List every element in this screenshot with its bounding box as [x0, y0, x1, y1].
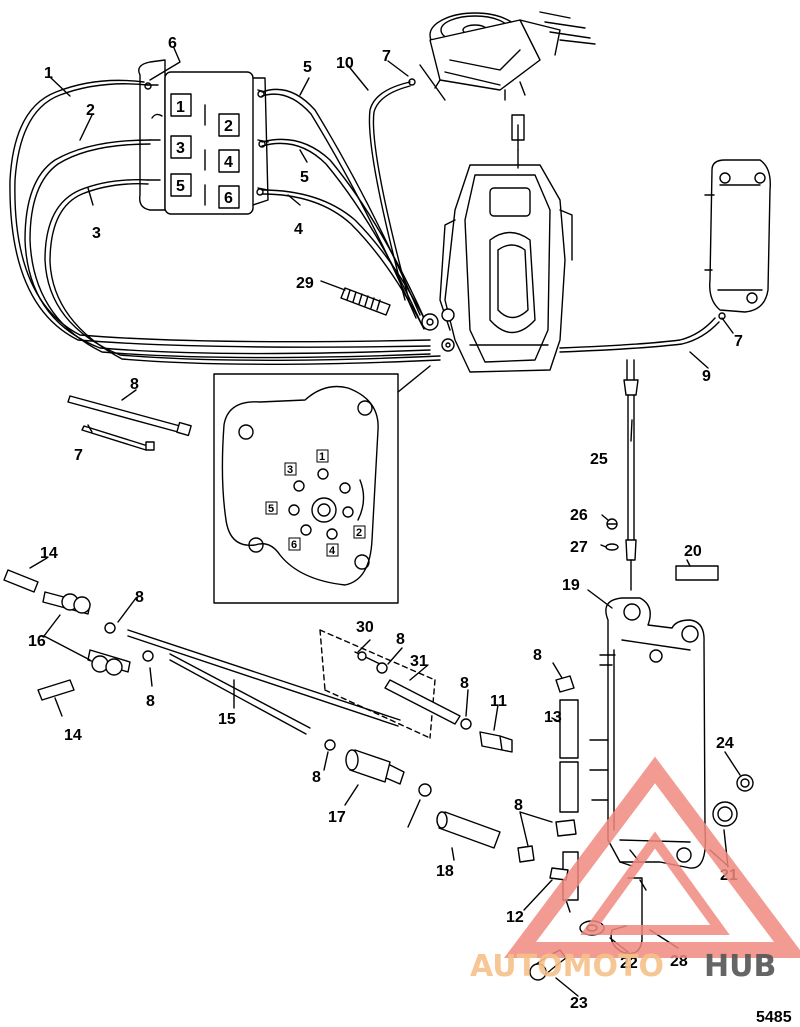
callout-label: 20	[684, 543, 702, 560]
callout-label: 14	[64, 727, 82, 744]
callout-label: 17	[328, 809, 346, 826]
block-number: 1	[176, 99, 185, 116]
caps-21-24	[712, 774, 754, 827]
block-number: 6	[224, 190, 233, 207]
detail-port-number: 4	[329, 545, 336, 557]
detail-port-number: 1	[319, 451, 325, 463]
callout-label: 7	[382, 48, 391, 65]
watermark-triangle-icon	[504, 756, 800, 958]
callout-label: 7	[734, 333, 743, 350]
part-13-hose	[517, 675, 579, 863]
callout-label: 8	[514, 797, 523, 814]
watermark-text-left: AUTOMOTO	[470, 949, 664, 984]
detail-port-labels: 1 2 3 4 5 6	[265, 449, 366, 557]
callout-label: 29	[296, 275, 314, 292]
callout-label: 8	[396, 631, 405, 648]
part-17-filter	[324, 739, 405, 785]
callout-label: 4	[294, 221, 303, 238]
leader-lines	[29, 47, 741, 997]
callout-label: 7	[74, 447, 83, 464]
callout-label: 8	[130, 376, 139, 393]
callout-label: 5	[300, 169, 309, 186]
callout-label: 8	[146, 693, 155, 710]
callout-label: 30	[356, 619, 374, 636]
callout-label: 8	[460, 675, 469, 692]
callout-labels: 1 2 3 4 5 5 6 7 7 7 8 8 8 8 8 8 8 8 9 10…	[28, 35, 743, 1012]
block-number: 2	[224, 118, 233, 135]
callout-label: 31	[410, 653, 428, 670]
callout-label: 8	[312, 769, 321, 786]
callout-label: 16	[28, 633, 46, 650]
callout-label: 3	[92, 225, 101, 242]
part-11-fitting	[479, 731, 513, 753]
screw-and-washer	[605, 518, 619, 551]
part-15-hose	[127, 629, 401, 735]
block-number: 3	[176, 140, 185, 157]
detail-port-number: 5	[268, 503, 274, 515]
callout-label: 27	[570, 539, 588, 556]
part-18-hose	[418, 783, 501, 849]
part-20-decal	[675, 565, 719, 581]
part-29-filter	[340, 287, 391, 316]
callout-label: 6	[168, 35, 177, 52]
callout-label: 25	[590, 451, 608, 468]
top-pump-assembly	[419, 11, 596, 101]
watermark: AUTOMOTO HUB	[470, 756, 800, 984]
callout-label: 13	[544, 709, 562, 726]
callout-label: 2	[86, 102, 95, 119]
callout-label: 22	[620, 955, 638, 972]
lower-left-fittings	[3, 569, 154, 701]
callout-label: 11	[490, 693, 507, 710]
callout-label: 5	[303, 59, 312, 76]
callout-label: 10	[336, 55, 354, 72]
detail-port-number: 6	[291, 539, 297, 551]
block-number-labels: 1 2 3 4 5 6	[176, 99, 233, 207]
block-number: 5	[176, 178, 185, 195]
detail-inset	[213, 365, 431, 604]
figure-reference-number: 5485	[756, 1009, 792, 1026]
callout-label: 12	[506, 909, 524, 926]
callout-label: 9	[702, 368, 711, 385]
callout-label: 1	[44, 65, 53, 82]
watermark-text-right: HUB	[704, 949, 776, 984]
callout-label: 19	[562, 577, 580, 594]
callout-label: 15	[218, 711, 236, 728]
callout-label: 23	[570, 995, 588, 1012]
part-25-sensor	[623, 359, 639, 591]
parts-30-31	[319, 629, 472, 739]
power-head	[421, 114, 573, 373]
callout-label: 26	[570, 507, 588, 524]
callout-label: 8	[533, 647, 542, 664]
cable-ties	[67, 395, 192, 451]
upper-vapor-tank	[704, 159, 771, 313]
detail-port-number: 3	[287, 464, 293, 476]
injector-block	[138, 59, 269, 215]
hose-lines	[9, 79, 720, 365]
callout-label: 18	[436, 863, 454, 880]
block-number: 4	[224, 154, 233, 171]
detail-port-number: 2	[356, 527, 362, 539]
callout-label: 24	[716, 735, 734, 752]
callout-label: 14	[40, 545, 58, 562]
callout-label: 8	[135, 589, 144, 606]
